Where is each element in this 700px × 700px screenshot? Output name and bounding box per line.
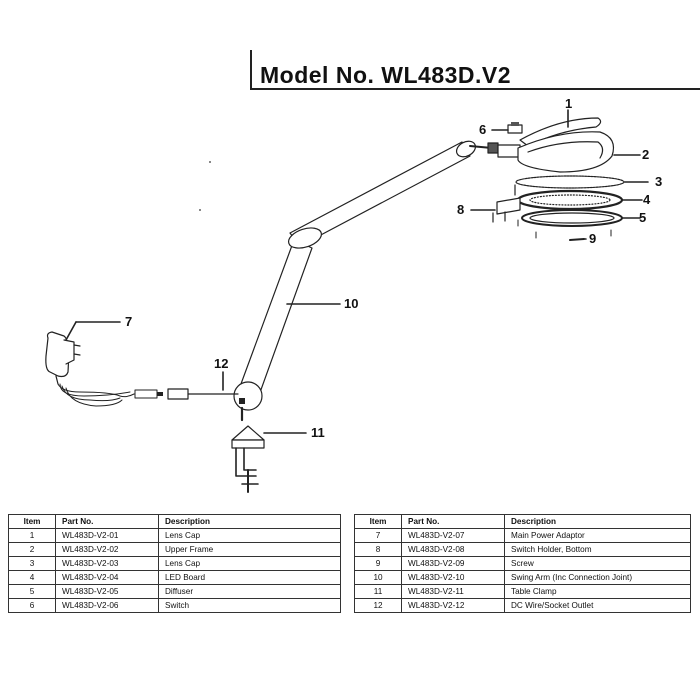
callout-11: 11 (311, 425, 325, 440)
header-description: Description (158, 514, 341, 529)
header-description: Description (504, 514, 691, 529)
cell-item: 1 (8, 528, 56, 543)
cell-description: Screw (504, 556, 691, 571)
callout-6: 6 (479, 122, 487, 137)
exploded-parts-diagram (45, 109, 649, 493)
head-connector (469, 142, 521, 158)
diffuser (521, 209, 623, 227)
cell-item: 3 (8, 556, 56, 571)
callout-7: 7 (125, 314, 133, 329)
cell-part-no: WL483D-V2-08 (401, 542, 505, 557)
table-row: 9 WL483D-V2-09 Screw (354, 556, 691, 571)
cell-description: Diffuser (158, 584, 341, 599)
lens-ring (515, 175, 625, 189)
callout-10: 10 (344, 296, 359, 311)
elbow-joint (287, 227, 323, 249)
dc-socket (167, 388, 239, 400)
upper-frame (517, 131, 615, 173)
cell-description: Main Power Adaptor (504, 528, 691, 543)
table-row: 7 WL483D-V2-07 Main Power Adaptor (354, 528, 691, 543)
cell-item: 2 (8, 542, 56, 557)
header-part-no: Part No. (55, 514, 159, 529)
table-row: 8 WL483D-V2-08 Switch Holder, Bottom (354, 542, 691, 557)
base-joint (233, 381, 263, 411)
cell-description: Lens Cap (158, 556, 341, 571)
cell-description: Upper Frame (158, 542, 341, 557)
table-header-row: Item Part No. Description (354, 514, 691, 529)
table-row: 3 WL483D-V2-03 Lens Cap (8, 556, 341, 571)
cell-description: Swing Arm (Inc Connection Joint) (504, 570, 691, 585)
callout-5: 5 (639, 210, 647, 225)
cell-part-no: WL483D-V2-07 (401, 528, 505, 543)
cell-part-no: WL483D-V2-02 (55, 542, 159, 557)
table-clamp (231, 425, 265, 493)
cell-item: 7 (354, 528, 402, 543)
cell-item: 8 (354, 542, 402, 557)
callout-12: 12 (214, 356, 229, 371)
lens-cap-top (519, 117, 602, 147)
table-row: 10 WL483D-V2-10 Swing Arm (Inc Connectio… (354, 570, 691, 585)
table-row: 5 WL483D-V2-05 Diffuser (8, 584, 341, 599)
adaptor-cable (57, 383, 163, 407)
led-board (516, 189, 624, 211)
cell-part-no: WL483D-V2-06 (55, 598, 159, 613)
switch-part (507, 122, 523, 134)
cell-item: 9 (354, 556, 402, 571)
callout-1: 1 (565, 96, 573, 111)
leader-lines (65, 109, 649, 434)
cell-item: 5 (8, 584, 56, 599)
cell-item: 11 (354, 584, 402, 599)
screws (517, 219, 612, 239)
cell-description: Lens Cap (158, 528, 341, 543)
lower-arm (237, 239, 313, 399)
table-row: 11 WL483D-V2-11 Table Clamp (354, 584, 691, 599)
cell-part-no: WL483D-V2-09 (401, 556, 505, 571)
screw-part (569, 238, 585, 241)
model-number-title: Model No. WL483D.V2 (260, 62, 512, 88)
cell-description: Switch (158, 598, 341, 613)
header-part-no: Part No. (401, 514, 505, 529)
table-header-row: Item Part No. Description (8, 514, 341, 529)
table-row: 12 WL483D-V2-12 DC Wire/Socket Outlet (354, 598, 691, 613)
cell-item: 10 (354, 570, 402, 585)
table-row: 1 WL483D-V2-01 Lens Cap (8, 528, 341, 543)
cell-item: 12 (354, 598, 402, 613)
cell-description: DC Wire/Socket Outlet (504, 598, 691, 613)
cell-part-no: WL483D-V2-04 (55, 570, 159, 585)
cell-part-no: WL483D-V2-05 (55, 584, 159, 599)
callout-4: 4 (643, 192, 651, 207)
cell-description: Table Clamp (504, 584, 691, 599)
cell-item: 4 (8, 570, 56, 585)
table-row: 2 WL483D-V2-02 Upper Frame (8, 542, 341, 557)
parts-table-right: Item Part No. Description 7 WL483D-V2-07… (354, 514, 691, 613)
callout-9: 9 (589, 231, 597, 246)
cell-part-no: WL483D-V2-11 (401, 584, 505, 599)
switch-holder-bottom (492, 184, 521, 223)
cell-part-no: WL483D-V2-03 (55, 556, 159, 571)
callout-3: 3 (655, 174, 663, 189)
power-adaptor (45, 331, 81, 385)
cell-part-no: WL483D-V2-01 (55, 528, 159, 543)
callout-2: 2 (642, 147, 650, 162)
header-item: Item (8, 514, 56, 529)
table-row: 6 WL483D-V2-06 Switch (8, 598, 341, 613)
cell-description: LED Board (158, 570, 341, 585)
cell-description: Switch Holder, Bottom (504, 542, 691, 557)
callout-8: 8 (457, 202, 465, 217)
title-box: Model No. WL483D.V2 (250, 50, 700, 90)
cell-part-no: WL483D-V2-10 (401, 570, 505, 585)
cell-item: 6 (8, 598, 56, 613)
parts-table-left: Item Part No. Description 1 WL483D-V2-01… (8, 514, 341, 613)
header-item: Item (354, 514, 402, 529)
table-row: 4 WL483D-V2-04 LED Board (8, 570, 341, 585)
cell-part-no: WL483D-V2-12 (401, 598, 505, 613)
